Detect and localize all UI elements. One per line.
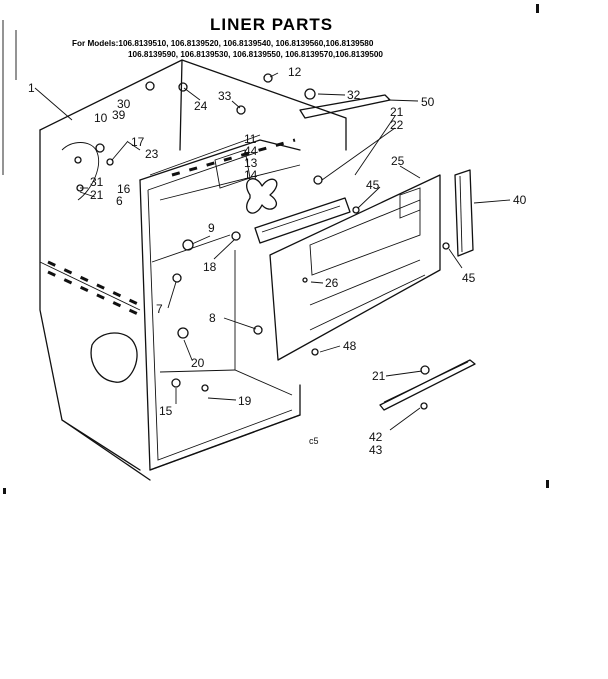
part-label-9: 9 — [208, 221, 215, 235]
part-label-43: 43 — [369, 443, 383, 457]
part-label-16: 16 — [117, 182, 131, 196]
part-label-23: 23 — [145, 147, 159, 161]
part-label-15: 15 — [159, 404, 173, 418]
liner-cabinet — [39, 59, 347, 481]
part-label-50: 50 — [421, 95, 435, 109]
part-labels: 1 30 10 39 23 17 31 16 21 6 24 12 33 32 … — [28, 65, 527, 457]
part-label-24: 24 — [194, 99, 208, 113]
leader-lines — [34, 72, 511, 431]
models-line-1: For Models:106.8139510, 106.8139520, 106… — [72, 39, 374, 48]
part-label-14: 14 — [244, 168, 258, 182]
part-label-11: 11 — [244, 132, 257, 146]
part-label-25: 25 — [391, 154, 405, 168]
part-label-17: 17 — [131, 135, 145, 149]
figure-caption: c5 — [309, 436, 319, 446]
part-label-1: 1 — [28, 81, 35, 95]
part-label-20: 20 — [191, 356, 205, 370]
part-label-13: 13 — [244, 156, 258, 170]
part-label-21c: 21 — [372, 369, 386, 383]
part-label-22: 22 — [390, 118, 404, 132]
part-label-48: 48 — [343, 339, 357, 353]
hardware-parts — [61, 73, 450, 410]
part-label-32: 32 — [347, 88, 361, 102]
diagram-title: LINER PARTS — [210, 15, 333, 34]
part-label-19: 19 — [238, 394, 252, 408]
part-label-40: 40 — [513, 193, 527, 207]
part-label-21a: 21 — [90, 188, 104, 202]
part-label-8: 8 — [209, 311, 216, 325]
part-label-10: 10 — [94, 111, 108, 125]
fan-blade — [246, 178, 278, 214]
part-label-44: 44 — [244, 144, 258, 158]
part-label-21b: 21 — [390, 105, 404, 119]
part-label-39: 39 — [112, 108, 126, 122]
part-label-26: 26 — [325, 276, 339, 290]
part-label-30: 30 — [117, 97, 131, 111]
shelf-rail — [379, 359, 476, 411]
scan-marks — [2, 4, 549, 494]
trim-strip — [454, 169, 474, 257]
part-label-6: 6 — [116, 194, 123, 208]
part-label-31: 31 — [90, 175, 104, 189]
part-label-45a: 45 — [366, 178, 380, 192]
part-label-42: 42 — [369, 430, 383, 444]
part-label-12: 12 — [288, 65, 302, 79]
part-label-7: 7 — [156, 302, 163, 316]
models-line-2: 106.8139590, 106.8139530, 106.8139550, 1… — [128, 50, 383, 59]
part-label-33: 33 — [218, 89, 232, 103]
evaporator-cover-panel — [269, 174, 441, 361]
part-label-45b: 45 — [462, 271, 476, 285]
air-channel-assembly — [214, 94, 391, 244]
part-label-18: 18 — [203, 260, 217, 274]
